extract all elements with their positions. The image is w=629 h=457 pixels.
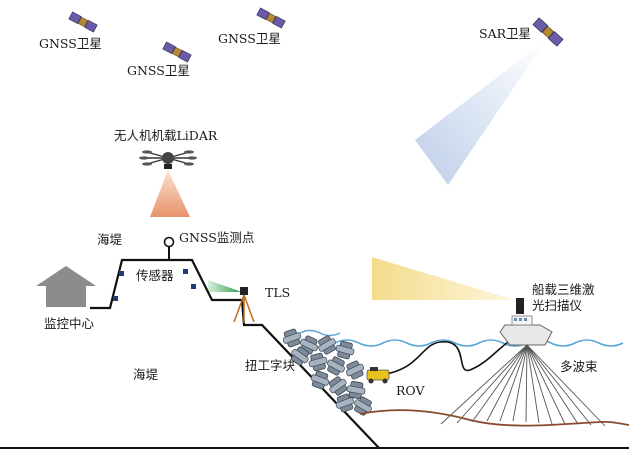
sensor-label: 传感器 [136, 268, 174, 283]
multibeam-sonar-fan [440, 344, 606, 427]
sar-satellite-icon [532, 17, 564, 47]
tls-beam [208, 280, 242, 292]
rov-label: ROV [396, 383, 425, 398]
gnss-monitoring-point-label: GNSS监测点 [179, 230, 254, 245]
gnss-satellite-icon-2 [162, 41, 192, 63]
ship-laser-beam [372, 257, 515, 300]
sensor-marker-icons [113, 269, 196, 301]
tls-tripod-icon [233, 287, 255, 323]
seabed-profile [359, 409, 629, 427]
drone-icon [139, 150, 197, 169]
rov-icon [366, 367, 390, 384]
sea-surface [334, 339, 624, 347]
monitoring-center-building-icon [36, 266, 96, 307]
ship-icon [499, 298, 553, 346]
gnss-satellite-label-2: GNSS卫星 [127, 63, 190, 78]
monitoring-center-label: 监控中心 [44, 316, 95, 331]
seawall-body-label: 海堤 [133, 367, 159, 382]
rov-tether [379, 337, 516, 376]
ship-scanner-label-line2: 光扫描仪 [532, 298, 583, 313]
gnss-monitoring-point-icon [163, 236, 175, 260]
seawall-profile [90, 258, 380, 449]
multibeam-label: 多波束 [560, 359, 598, 374]
uav-lidar-label: 无人机机载LiDAR [114, 128, 218, 143]
tetrapod-label: 扭工字块 [245, 358, 296, 373]
gnss-satellite-icon-3 [256, 7, 286, 29]
lidar-beam [150, 170, 190, 217]
sar-beam [415, 40, 546, 185]
gnss-satellite-icon-1 [68, 11, 98, 33]
tls-label: TLS [265, 285, 290, 300]
ship-scanner-label-line1: 船载三维激 [532, 282, 595, 297]
seawall-top-label: 海堤 [97, 232, 123, 247]
sea-surface-2 [299, 329, 341, 337]
sar-satellite-label: SAR卫星 [479, 26, 531, 41]
gnss-satellite-label-1: GNSS卫星 [39, 36, 102, 51]
gnss-satellite-label-3: GNSS卫星 [218, 31, 281, 46]
